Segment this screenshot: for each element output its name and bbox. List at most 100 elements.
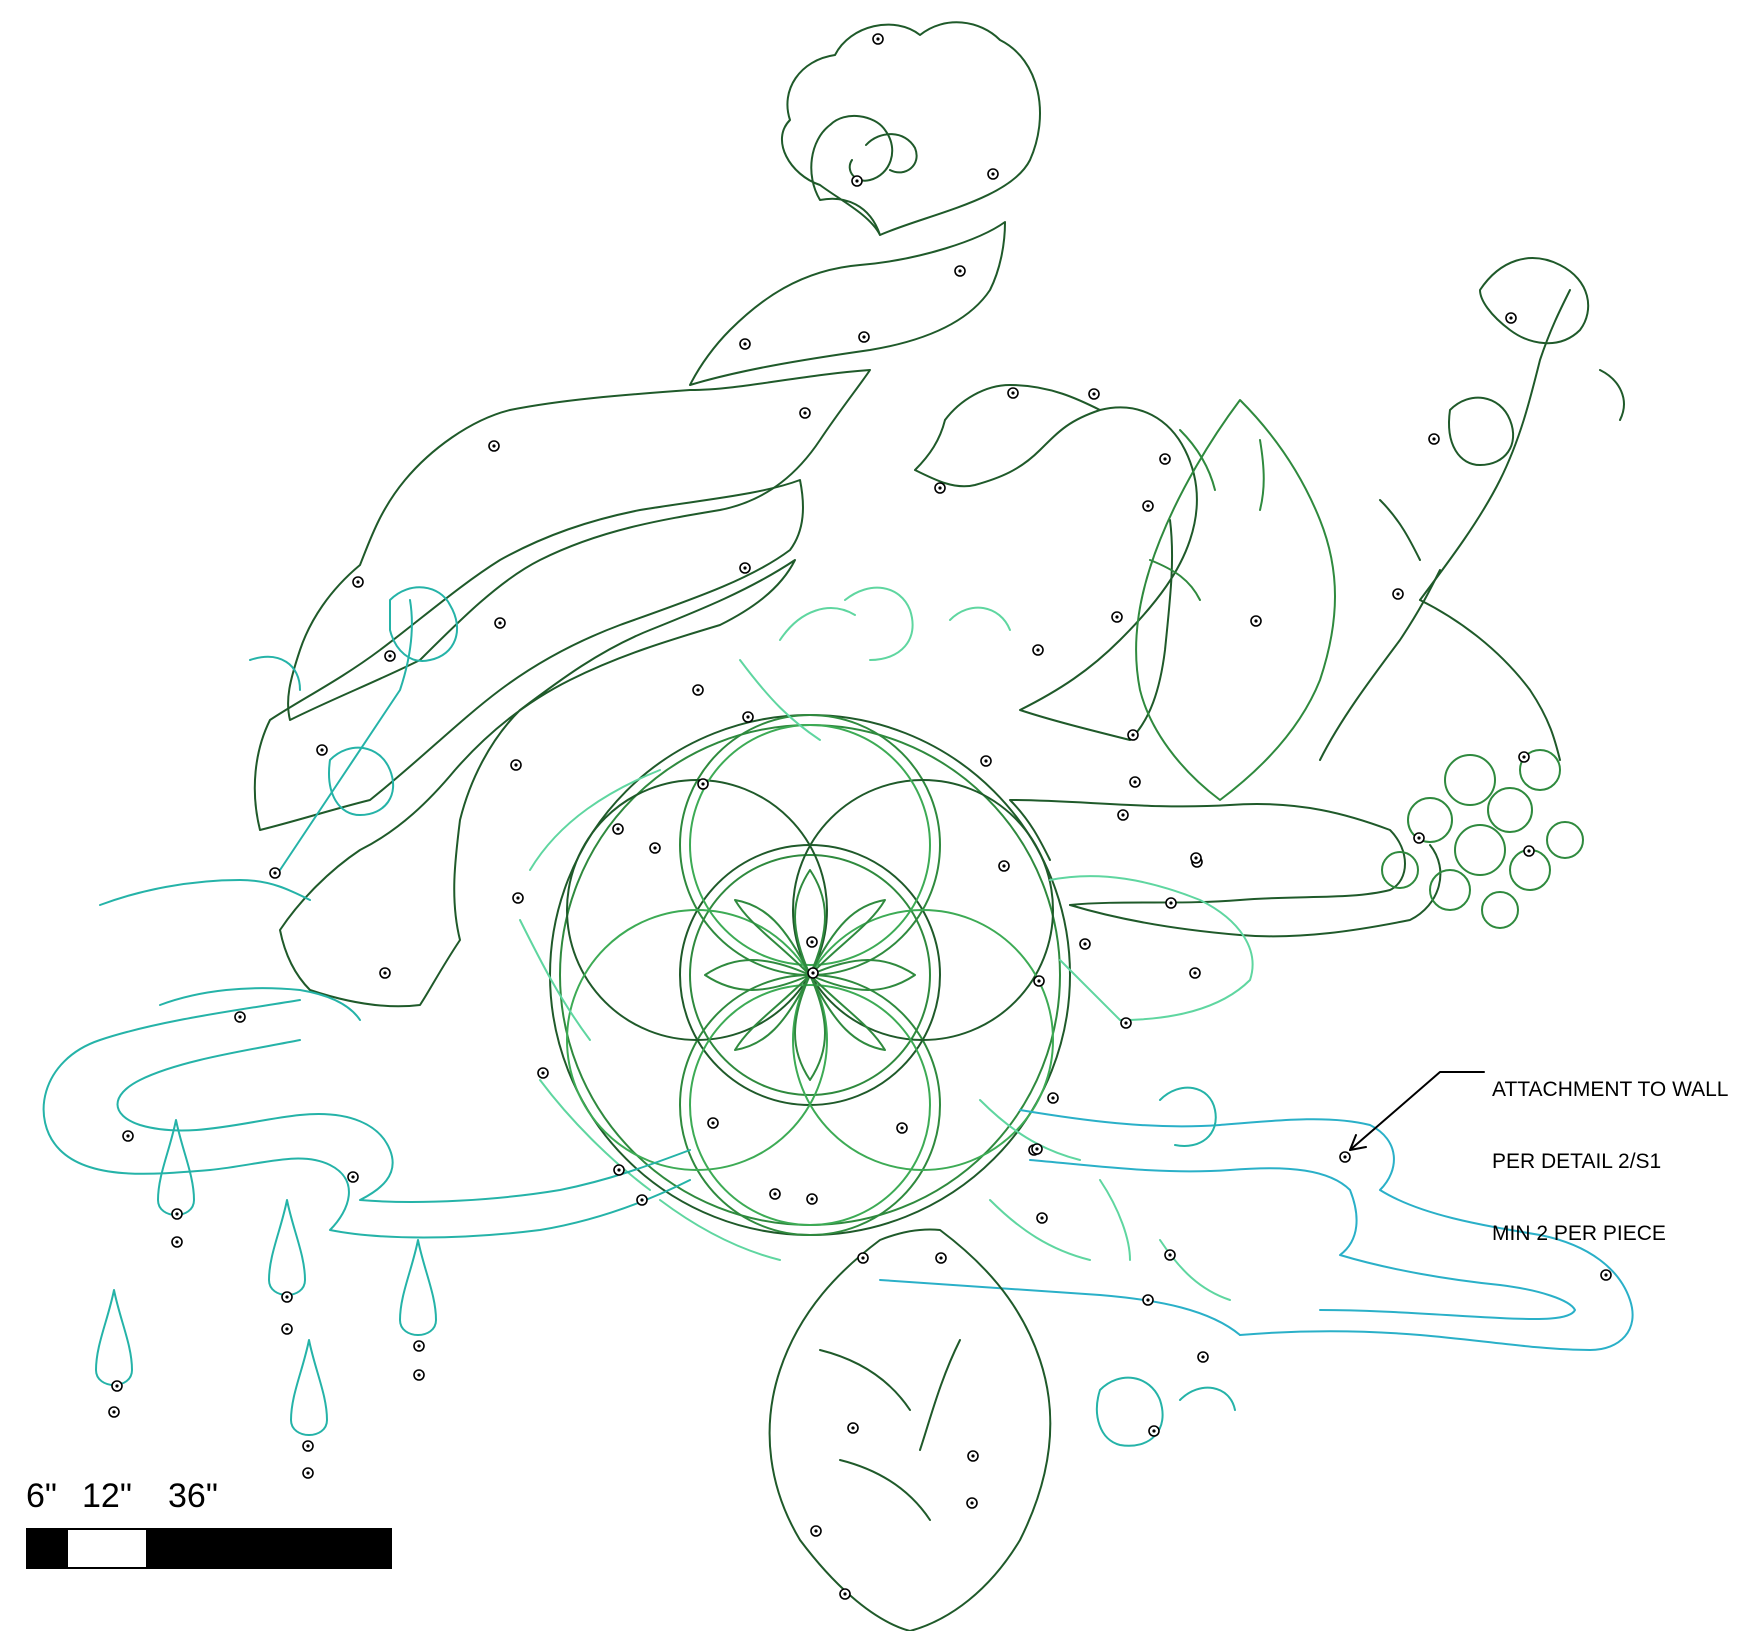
anchor-point [269,867,281,879]
anchor-point [1142,500,1154,512]
anchor-point [171,1236,183,1248]
anchor-point [108,1406,120,1418]
raindrop [399,1239,437,1336]
mint-leaf-cluster [519,586,1254,1301]
anchor-point [851,175,863,187]
anchor-point [1031,1143,1043,1155]
attachment-anchor-points [108,33,1612,1600]
anchor-point [1505,312,1517,324]
anchor-point [739,338,751,350]
anchor-point [707,1117,719,1129]
anchor-point [692,684,704,696]
anchor-point [122,1130,134,1142]
anchor-point [379,967,391,979]
anchor-point [1120,1017,1132,1029]
anchor-point [613,1164,625,1176]
scale-label-6in: 6" [26,1477,57,1515]
right-leaf-stalk [1135,399,1336,801]
upper-ribbon-shape [253,221,1006,1008]
anchor-point [1129,776,1141,788]
anchor-point [1339,1151,1351,1163]
anchor-point [302,1440,314,1452]
anchor-point [1428,433,1440,445]
anchor-point [799,407,811,419]
scale-label-12in: 12" [82,1477,132,1515]
cloud-swirl-shape [780,21,1041,236]
anchor-point [316,744,328,756]
anchor-point [510,759,522,771]
anchor-point [111,1380,123,1392]
anchor-point [966,1497,978,1509]
anchor-point [1197,1351,1209,1363]
anchor-point [980,755,992,767]
anchor-point [807,967,819,979]
anchor-point [281,1291,293,1303]
anchor-point [413,1369,425,1381]
anchor-point [649,842,661,854]
anchor-point [954,265,966,277]
anchor-point [858,331,870,343]
anchor-point [512,892,524,904]
raindrop [95,1289,133,1386]
anchor-point [1518,751,1530,763]
anchor-point [1250,615,1262,627]
attachment-note-line-3: MIN 2 PER PIECE [1492,1222,1666,1245]
anchor-point [806,936,818,948]
anchor-point [1036,1212,1048,1224]
anchor-point [806,1193,818,1205]
anchor-point [1088,388,1100,400]
anchor-point [1165,897,1177,909]
anchor-point [1523,845,1535,857]
anchor-point [537,1067,549,1079]
anchor-point [1142,1294,1154,1306]
anchor-point [872,33,884,45]
anchor-point [847,1422,859,1434]
raindrop [157,1119,195,1216]
anchor-point [935,1252,947,1264]
attachment-note: ATTACHMENT TO WALL PER DETAIL 2/S1 MIN 2… [1492,1030,1728,1270]
fish-wave-shape [914,384,1442,938]
anchor-point [1413,832,1425,844]
anchor-point [1148,1425,1160,1437]
scale-bar [26,1528,392,1569]
raindrop [268,1199,306,1296]
anchor-point [857,1252,869,1264]
scale-segment-36in [146,1528,392,1569]
anchor-point [967,1450,979,1462]
anchor-point [302,1467,314,1479]
anchor-point [839,1588,851,1600]
raindrop-shapes [95,1119,437,1436]
attachment-note-line-2: PER DETAIL 2/S1 [1492,1150,1662,1173]
anchor-point [1159,453,1171,465]
attachment-note-line-1: ATTACHMENT TO WALL [1492,1078,1729,1101]
river-band-shape [42,999,1634,1351]
anchor-point [1111,611,1123,623]
anchor-point [1117,809,1129,821]
anchor-point [697,778,709,790]
left-flower-sprig [99,586,459,1021]
scale-label-36in: 36" [168,1477,218,1515]
anchor-point [1032,644,1044,656]
anchor-point [987,168,999,180]
anchor-point [1007,387,1019,399]
anchor-point [1190,852,1202,864]
anchor-point [1189,967,1201,979]
anchor-point [281,1323,293,1335]
anchor-point [1164,1249,1176,1261]
anchor-point [413,1340,425,1352]
callout-leader-arrow [1349,1071,1485,1151]
anchor-point [488,440,500,452]
scale-segment-12in [66,1528,148,1569]
anchor-point [896,1122,908,1134]
anchor-point [739,562,751,574]
anchor-point [612,823,624,835]
anchor-point [1600,1269,1612,1281]
anchor-point [384,650,396,662]
anchor-point [1127,729,1139,741]
anchor-point [998,860,1010,872]
bottom-right-flowers [1095,1086,1236,1447]
anchor-point [494,617,506,629]
anchor-point [234,1011,246,1023]
right-flower-branch [1319,257,1625,761]
